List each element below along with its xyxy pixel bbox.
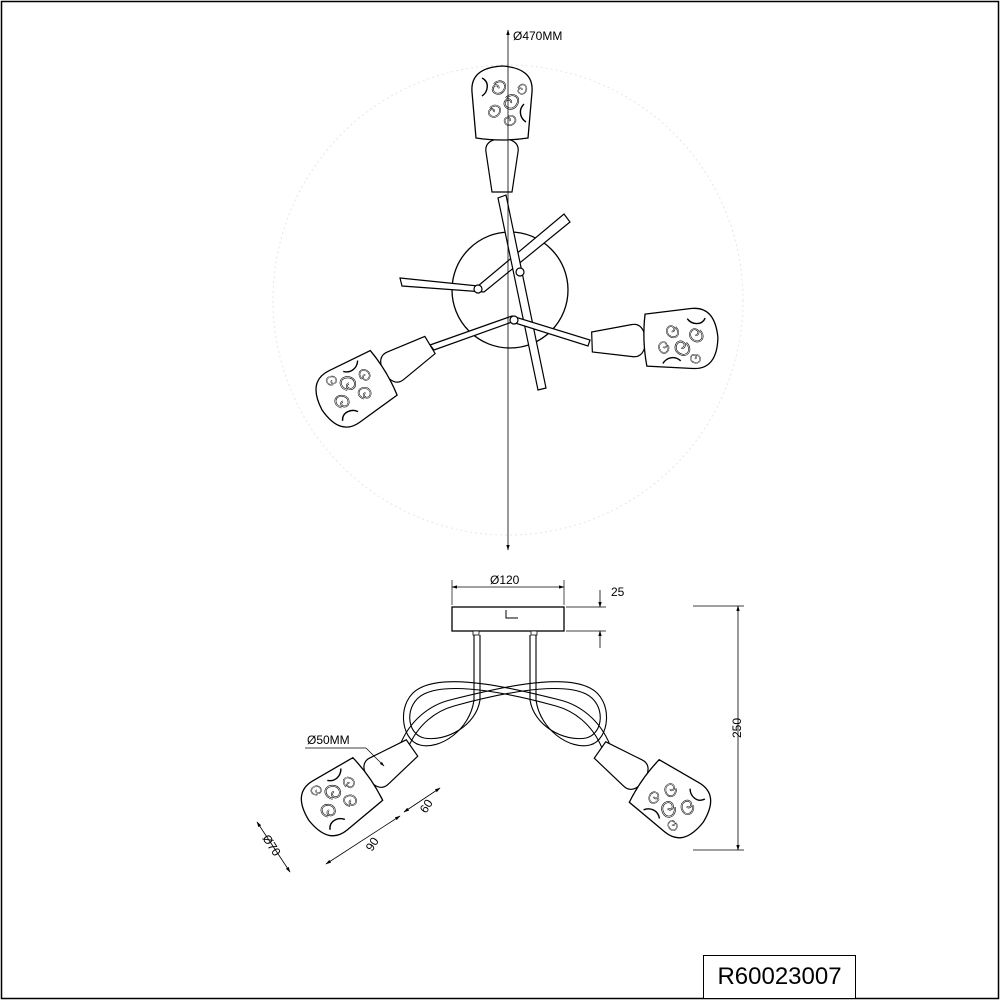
arms-top — [399, 194, 591, 391]
shade-length-label: 90 — [363, 835, 382, 854]
lamp-side-right — [583, 725, 721, 847]
canopy-side — [451, 606, 565, 632]
canopy-height-label: 25 — [611, 585, 625, 599]
top-view: Ø470MM — [272, 29, 744, 551]
total-height-label: 250 — [730, 718, 744, 738]
arms-side — [399, 635, 611, 749]
lamp-top — [472, 66, 532, 192]
shade-length-line — [325, 815, 401, 865]
side-view: Ø120 25 250 Ø50MM 60 90 Ø70 — [256, 573, 744, 873]
socket-length-line — [403, 787, 441, 813]
socket-length-label: 60 — [417, 797, 436, 816]
shade-diameter-label: Ø70 — [259, 832, 283, 859]
socket-diameter-label: Ø50MM — [307, 733, 350, 747]
canopy-diameter-label: Ø120 — [490, 573, 520, 587]
product-code: R60023007 — [703, 955, 856, 999]
lamp-right — [591, 308, 719, 373]
spread-diameter-label: Ø470MM — [513, 29, 562, 43]
lamp-left — [306, 319, 445, 436]
shade-diameter-line — [256, 821, 291, 873]
